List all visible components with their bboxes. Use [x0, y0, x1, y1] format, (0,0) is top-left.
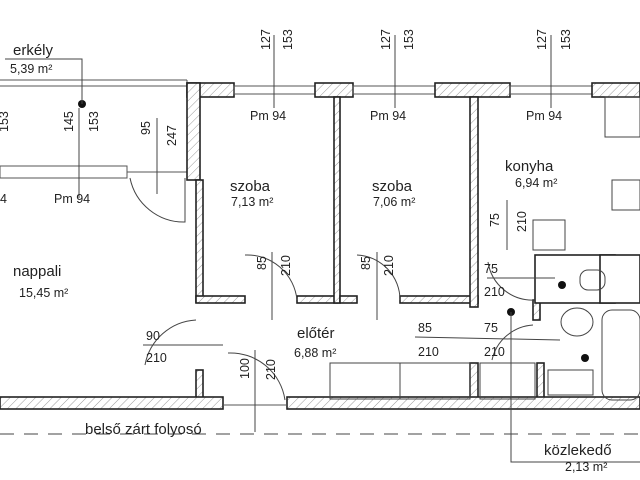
- window-3-sill: Pm 94: [526, 109, 562, 123]
- corridor-label: belső zárt folyosó: [85, 421, 202, 438]
- balcony-door-height: 153: [87, 111, 101, 132]
- wc-leader-dot: [558, 281, 566, 289]
- door-7-height: 210: [484, 285, 505, 299]
- kitchen-fixtures: [532, 96, 640, 251]
- door-4-height: 210: [264, 359, 278, 380]
- balcony-opening-height: 247: [165, 125, 179, 146]
- door-1-width: 85: [255, 256, 269, 270]
- door-3-width: 90: [146, 329, 160, 343]
- exterior-wall-top: [186, 82, 640, 98]
- room-name-eloter: előtér: [297, 325, 335, 342]
- room-area-nappali: 15,45 m²: [19, 286, 68, 300]
- door-6-width: 75: [484, 321, 498, 335]
- door-7-width: 75: [484, 262, 498, 276]
- room-area-szoba-1: 7,13 m²: [231, 195, 273, 209]
- dimension-lines: [78, 35, 561, 432]
- window-1-width: 127: [259, 29, 273, 50]
- room-name-szoba-1: szoba: [230, 178, 271, 195]
- door-2-height: 210: [382, 255, 396, 276]
- window-3-height: 153: [559, 29, 573, 50]
- door-3-height: 210: [146, 351, 167, 365]
- balcony-left-sill: 94: [0, 192, 7, 206]
- balcony-left-height: 153: [0, 111, 11, 132]
- bath-leader-dot: [581, 354, 589, 362]
- room-name-szoba-2: szoba: [372, 178, 413, 195]
- room-area-szoba-2: 7,06 m²: [373, 195, 415, 209]
- door-swings: [144, 254, 536, 401]
- balcony-door-width: 145: [62, 111, 76, 132]
- balcony-leader-line: [5, 58, 83, 104]
- window-1-height: 153: [281, 29, 295, 50]
- window-2-sill: Pm 94: [370, 109, 406, 123]
- room-name-kozlekedo: közlekedő: [544, 442, 612, 459]
- door-5-height: 210: [418, 345, 439, 359]
- kozlekedo-leader-line: [510, 312, 640, 463]
- room-area-eloter: 6,88 m²: [294, 346, 336, 360]
- door-4-width: 100: [238, 358, 252, 379]
- bathroom-fixtures: [560, 269, 640, 401]
- room-area-konyha: 6,94 m²: [515, 176, 557, 190]
- window-1-sill: Pm 94: [250, 109, 286, 123]
- door-2-width: 85: [359, 256, 373, 270]
- door-8-height: 210: [515, 211, 529, 232]
- room-area-erkely: 5,39 m²: [10, 62, 52, 76]
- room-name-nappali: nappali: [13, 263, 61, 280]
- built-in-cabinets: [329, 362, 594, 400]
- balcony-opening-width: 95: [139, 121, 153, 135]
- door-8-width: 75: [488, 213, 502, 227]
- door-6-height: 210: [484, 345, 505, 359]
- balcony-outline: [0, 79, 188, 223]
- window-2-height: 153: [402, 29, 416, 50]
- room-name-konyha: konyha: [505, 158, 554, 175]
- door-1-height: 210: [279, 255, 293, 276]
- window-2-width: 127: [379, 29, 393, 50]
- balcony-door-sill: Pm 94: [54, 192, 90, 206]
- room-area-kozlekedo: 2,13 m²: [565, 460, 607, 474]
- window-3-width: 127: [535, 29, 549, 50]
- exterior-wall-bottom: [0, 396, 640, 410]
- interior-walls: [186, 82, 640, 401]
- room-name-erkely: erkély: [13, 42, 54, 59]
- door-5-width: 85: [418, 321, 432, 335]
